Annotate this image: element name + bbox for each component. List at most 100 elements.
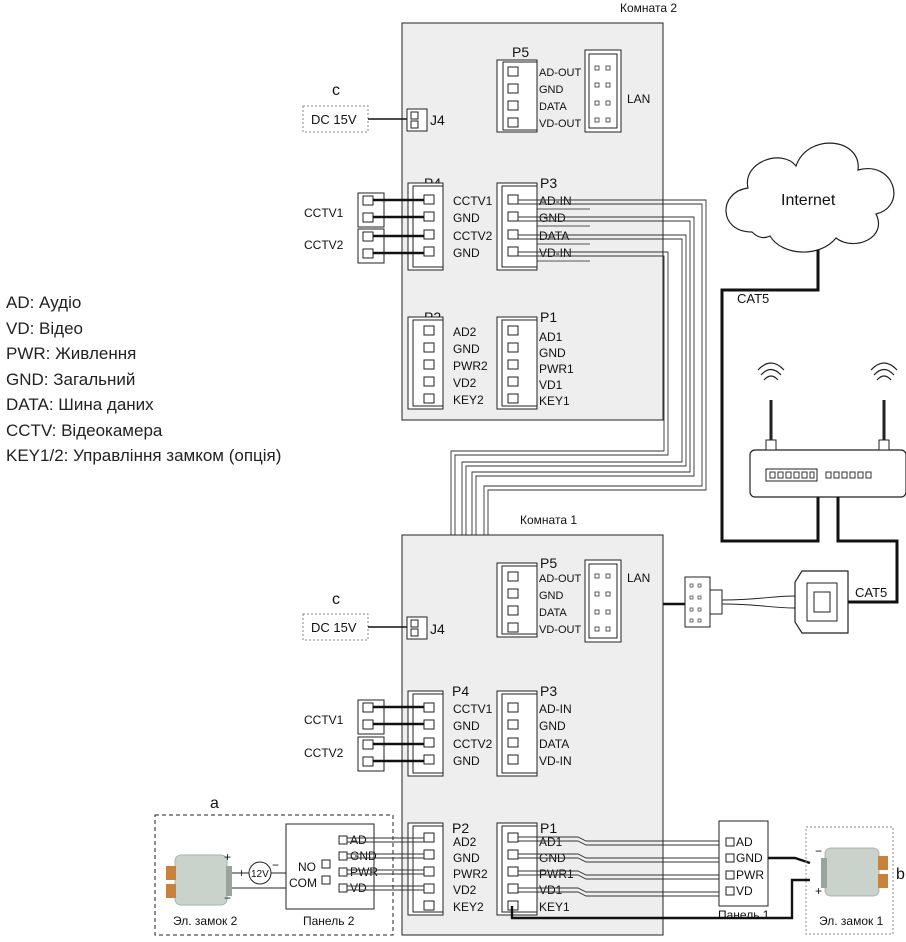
- j4-label: J4: [430, 621, 445, 637]
- room2-cctv: CCTV1 CCTV2: [304, 192, 424, 264]
- pin-label: KEY2: [453, 393, 484, 407]
- pin-label: AD-OUT: [539, 573, 581, 585]
- room2-p1-connector: P1 AD1 GND PWR1 VD1 KEY1: [496, 309, 574, 410]
- room1-lan-port: LAN: [584, 559, 650, 643]
- room1-p5-connector: P5 AD-OUT GND DATA VD-OUT: [496, 555, 581, 638]
- cctv2-label: CCTV2: [304, 746, 344, 760]
- cat5-cable-bottom: [836, 497, 899, 604]
- legend-item: KEY1/2: Управління замком (опція): [6, 446, 282, 465]
- supply-label: 12V: [251, 869, 269, 880]
- pin-label: GND: [539, 84, 564, 96]
- lock1-wire: [768, 856, 811, 865]
- cat5-cable-top: [720, 250, 820, 543]
- pin-label: CCTV1: [453, 194, 493, 208]
- supply-minus: −: [272, 858, 279, 872]
- room1-p2-connector: P2 AD2 GND PWR2 VD2 KEY2: [407, 820, 488, 916]
- room2-p4-connector: P4 CCTV1 GND CCTV2 GND: [407, 175, 493, 271]
- pin-label: AD: [736, 835, 753, 849]
- room1-p2-label: P2: [452, 820, 469, 836]
- pin-label: AD2: [453, 835, 477, 849]
- lock-2-group: a + − + 12V − NO COM AD GND PWR VD Панел…: [154, 795, 394, 936]
- pin-label: GND: [539, 719, 566, 733]
- pin-label: DATA: [539, 229, 569, 243]
- cat5-label-top: CAT5: [737, 291, 769, 306]
- pin-label: VD2: [453, 376, 477, 390]
- room2-p5-label: P5: [512, 44, 529, 60]
- pin-label: VD-OUT: [539, 624, 581, 636]
- room2-p2-connector: P2 AD2 GND PWR2 VD2 KEY2: [407, 309, 488, 410]
- room2-lan-port: LAN: [584, 49, 650, 133]
- pin-label: PWR2: [453, 867, 488, 881]
- room2-power-supply: c DC 15V J4: [302, 82, 445, 133]
- no-label: NO: [298, 860, 316, 874]
- legend-item: VD: Відео: [6, 318, 84, 338]
- room2-title: Комната 2: [620, 1, 677, 15]
- pin-label: AD1: [539, 330, 563, 344]
- group-a-letter: a: [210, 795, 219, 812]
- lock2-minus: −: [224, 891, 231, 905]
- pin-label: VD-IN: [539, 246, 572, 260]
- pin-label: AD1: [539, 835, 563, 849]
- router: [749, 362, 906, 498]
- room1-p1-connector: P1 AD1 GND PWR1 VD1 KEY1: [496, 820, 574, 916]
- power-letter: c: [332, 82, 340, 99]
- pin-label: AD: [350, 833, 367, 847]
- room1-p3-label: P3: [540, 683, 557, 699]
- pin-label: VD: [736, 884, 753, 898]
- lock2-label: Эл. замок 2: [173, 914, 238, 928]
- pin-label: DATA: [539, 607, 567, 619]
- pin-label: PWR1: [539, 867, 574, 881]
- power-letter: c: [332, 591, 340, 608]
- pin-label: VD1: [539, 883, 563, 897]
- room2-p1-label: P1: [540, 309, 557, 325]
- cctv2-label: CCTV2: [304, 238, 344, 252]
- pin-label: CCTV1: [453, 702, 493, 716]
- lock1-label: Эл. замок 1: [819, 914, 884, 928]
- pin-label: KEY1: [539, 394, 570, 408]
- lock1-icon: [824, 847, 880, 897]
- room2-p3-connector: P3 AD-IN GND DATA VD-IN: [496, 175, 590, 271]
- room2-p3-label: P3: [540, 175, 557, 191]
- pin-label: GND: [453, 211, 480, 225]
- room1-power-supply: c DC 15V J4: [302, 591, 445, 641]
- pin-label: VD: [350, 881, 367, 895]
- lock2-icon: [174, 854, 228, 906]
- pin-label: GND: [453, 719, 480, 733]
- room1-p5-label: P5: [540, 555, 557, 571]
- pin-label: AD-IN: [539, 702, 572, 716]
- lock2-plus: +: [224, 850, 231, 864]
- panel1-label: Панель 1: [718, 908, 770, 922]
- legend-item: DATA: Шина даних: [6, 395, 154, 414]
- pin-label: GND: [539, 590, 564, 602]
- pin-label: VD-OUT: [539, 118, 581, 130]
- panel2-label: Панель 2: [303, 914, 355, 928]
- pin-label: VD1: [539, 378, 563, 392]
- pin-label: KEY2: [453, 900, 484, 914]
- panel-1: AD GND PWR VD Панель 1: [718, 820, 770, 922]
- pin-label: PWR: [736, 868, 764, 882]
- legend-item: PWR: Живлення: [6, 344, 137, 363]
- legend-item: AD: Аудіо: [6, 293, 82, 312]
- com-label: COM: [289, 876, 317, 890]
- pin-label: AD-IN: [539, 194, 572, 208]
- pin-label: GND: [453, 246, 480, 260]
- room1-p4-label: P4: [452, 683, 469, 699]
- lock1-minus: −: [815, 844, 822, 858]
- cctv1-label: CCTV1: [304, 206, 344, 220]
- pin-label: PWR1: [539, 362, 574, 376]
- pin-label: DATA: [539, 101, 567, 113]
- pin-label: GND: [539, 346, 566, 360]
- pin-label: GND: [453, 851, 480, 865]
- cctv1-label: CCTV1: [304, 713, 344, 727]
- panel1-wiring: [518, 836, 726, 897]
- room2-p5-connector: P5 AD-OUT GND DATA VD-OUT: [496, 44, 581, 133]
- key1-wire: [510, 878, 810, 920]
- pin-label: GND: [453, 342, 480, 356]
- group-b-letter: b: [896, 866, 905, 883]
- pin-label: PWR: [350, 865, 378, 879]
- pin-label: VD-IN: [539, 754, 572, 768]
- room1-p1-label: P1: [540, 820, 557, 836]
- pin-label: GND: [350, 849, 377, 863]
- pin-label: GND: [453, 754, 480, 768]
